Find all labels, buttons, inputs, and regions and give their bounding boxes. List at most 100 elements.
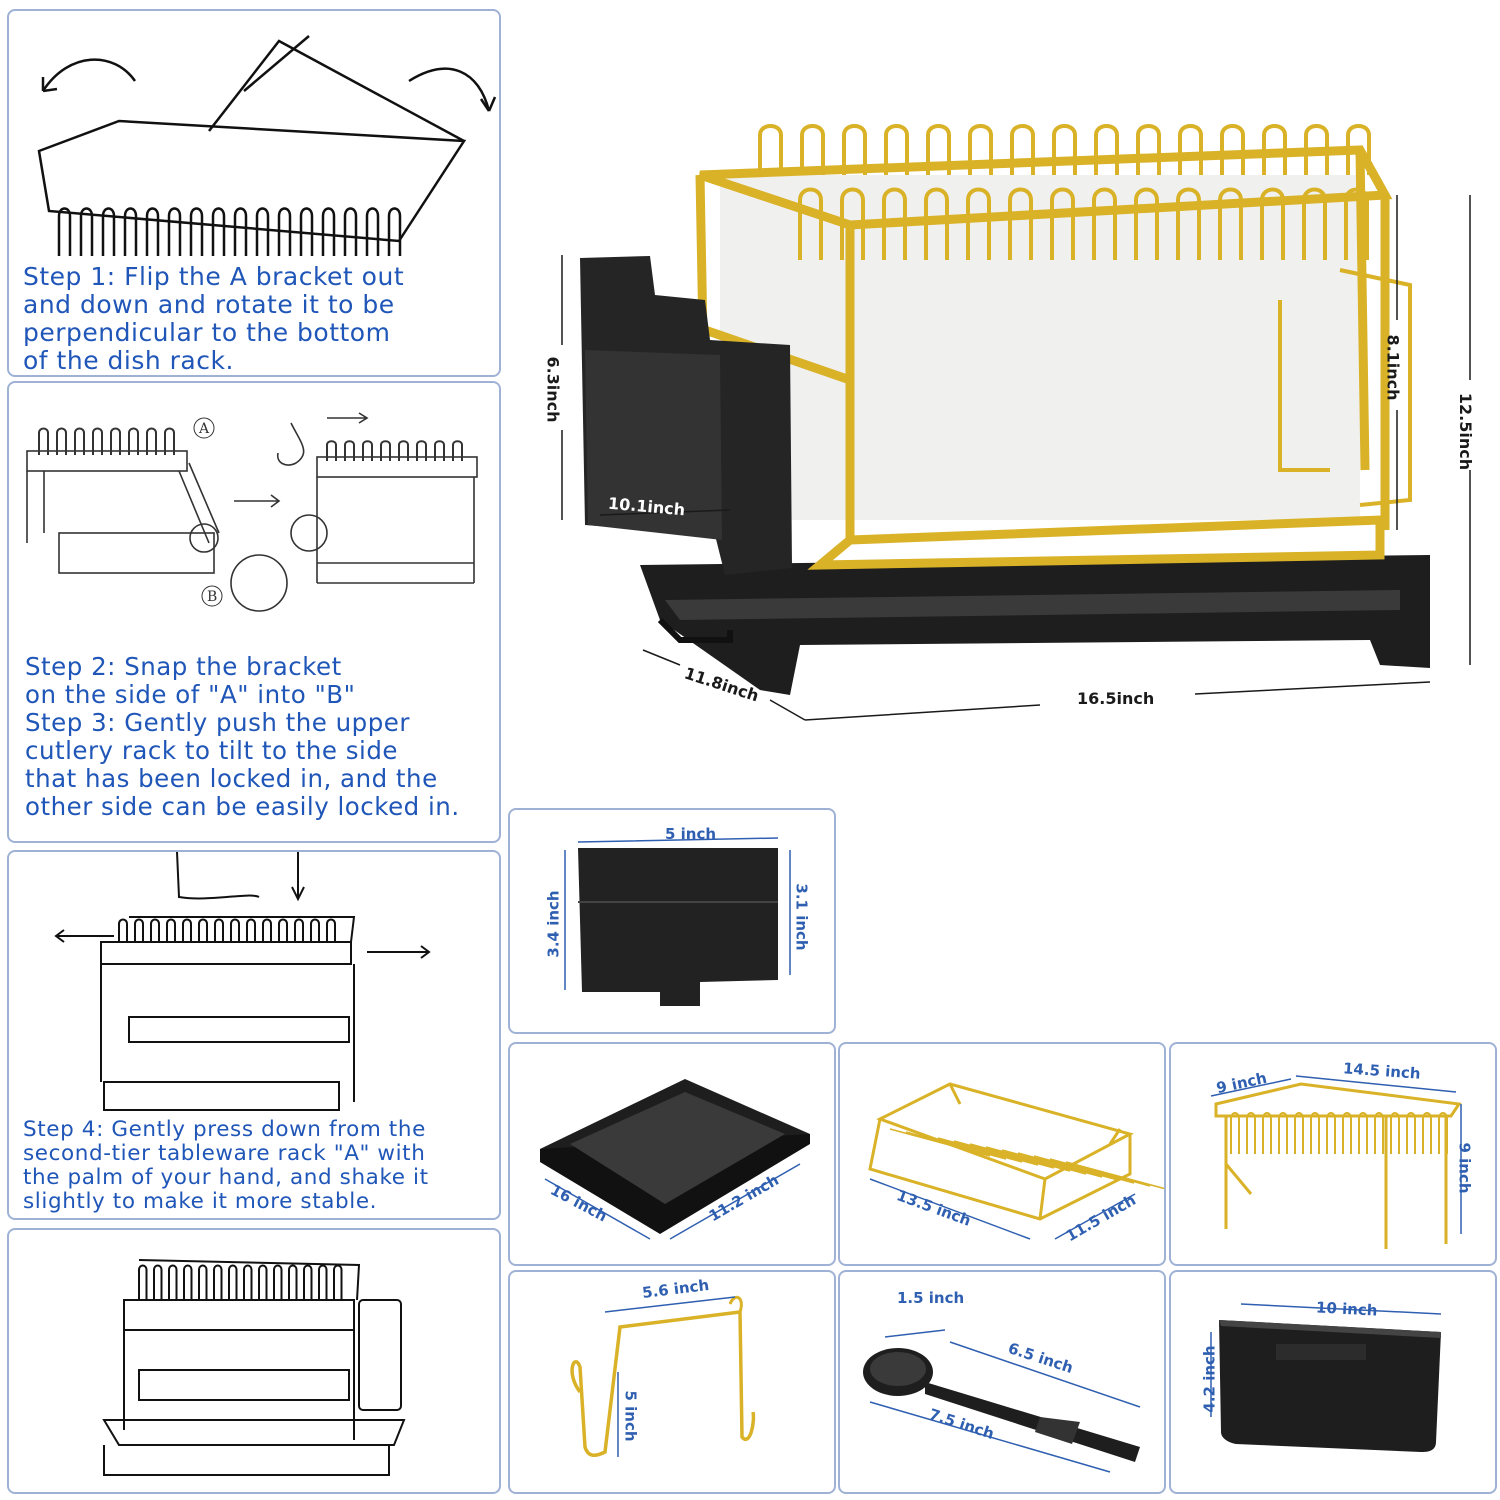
rack-tine (79, 207, 94, 256)
rack-tine (214, 918, 224, 942)
rack-tine (258, 1264, 268, 1300)
rack-tine (1302, 187, 1327, 260)
rack-tine (164, 427, 175, 455)
rack-tine (211, 207, 226, 256)
rack-tine (1390, 1112, 1400, 1154)
dim-width: 16.5inch (1077, 689, 1155, 708)
rack-tine (1246, 1112, 1256, 1154)
rack-tine (230, 918, 240, 942)
rack-wire (1049, 1158, 1151, 1187)
rack-wire (905, 1131, 1007, 1160)
rack-tine (1262, 1112, 1272, 1154)
rack-tine (138, 1264, 148, 1300)
rack-tine (277, 207, 292, 256)
rack-tine (1050, 187, 1075, 260)
rack-tine (38, 427, 49, 455)
rack-tine (758, 124, 783, 175)
part-side-hook: 5.6 inch 5 inch (508, 1270, 836, 1494)
rack-tine (416, 440, 427, 461)
step2-3-text: Step 2: Snap the bracket on the side of … (25, 652, 460, 821)
dim-holder-height: 6.3inch (543, 356, 563, 423)
rack-tine (246, 918, 256, 942)
rack-tine (57, 207, 72, 256)
rack-tine (326, 918, 336, 942)
rack-tine (101, 207, 116, 256)
rack-tine (153, 1264, 163, 1300)
rack-tine (926, 124, 951, 175)
rack-tine (128, 427, 139, 455)
dim-cup-width: 5 inch (665, 825, 717, 843)
callout-b: B (207, 589, 217, 605)
rack-tine (118, 918, 128, 942)
part-cutlery-cup: 5 inch 3.4 inch 3.1 inch (508, 808, 836, 1034)
rack-tine (166, 918, 176, 942)
rack-tine (387, 207, 402, 256)
rack-tine (1052, 124, 1077, 175)
part-drain-tray: 16 inch 11.2 inch (508, 1042, 836, 1266)
part-spout: 1.5 inch 6.5 inch 7.5 inch (838, 1270, 1166, 1494)
rack-wire (985, 1146, 1087, 1175)
rack-tine (299, 207, 314, 256)
rack-tine (56, 427, 67, 455)
rack-tine (134, 918, 144, 942)
flip-bracket-illustration (37, 35, 497, 256)
rack-tine (189, 207, 204, 256)
dim-spout-head: 1.5 inch (897, 1289, 965, 1307)
rack-tine (344, 440, 355, 461)
drain-tray-drawing (540, 1079, 810, 1240)
rack-tine (167, 207, 182, 256)
rack-tine (1262, 124, 1287, 175)
side-hook-gold (1339, 268, 1412, 507)
rack-tine (1374, 1112, 1384, 1154)
step4-panel: Step 4: Gently press down from the secon… (7, 850, 501, 1220)
part-upper-rack: 9 inch 14.5 inch 9 inch (1169, 1042, 1497, 1266)
spout-drawing (863, 1329, 1141, 1473)
part-knife-box: 10 inch 4.2 inch (1169, 1270, 1497, 1494)
rack-tine (362, 440, 373, 461)
rack-tine (1010, 124, 1035, 175)
cutlery-cup-drawing (564, 837, 791, 1006)
rack-tine (213, 1264, 223, 1300)
rack-wire (921, 1134, 1023, 1163)
rack-wire (953, 1140, 1055, 1169)
rack-tine (1136, 124, 1161, 175)
rack-tine (1422, 1112, 1432, 1154)
rack-tine (255, 207, 270, 256)
rack-tine (343, 207, 358, 256)
dim-upper-height: 8.1inch (1383, 334, 1403, 401)
rack-wire (969, 1143, 1071, 1172)
rack-tine (1134, 187, 1159, 260)
rack-wire (1065, 1161, 1164, 1190)
rack-tine (365, 207, 380, 256)
rack-tine (1278, 1112, 1288, 1154)
rack-tine (1342, 1112, 1352, 1154)
rack-wire (1017, 1152, 1119, 1181)
rack-wire (1001, 1149, 1103, 1178)
rack-tine (840, 187, 865, 260)
rack-tine (74, 427, 85, 455)
side-hook-drawing (570, 1295, 756, 1458)
rack-tine (1260, 187, 1285, 260)
rack-tine (1326, 1112, 1336, 1154)
rack-tine (1310, 1112, 1320, 1154)
rack-tine (1304, 124, 1329, 175)
rack-tine (884, 124, 909, 175)
dim-box-height: 4.2 inch (1200, 1345, 1219, 1413)
rack-tine (452, 440, 463, 461)
dim-cup-height-left: 3.4 inch (544, 890, 563, 958)
rack-tine (183, 1264, 193, 1300)
snap-bracket-illustration: A B (26, 412, 478, 612)
rack-tine (1008, 187, 1033, 260)
dim-cup-height-right: 3.1 inch (792, 883, 811, 951)
rack-tine (294, 918, 304, 942)
lower-frame (807, 515, 1385, 570)
rack-tine (168, 1264, 178, 1300)
rack-tine (92, 427, 103, 455)
step1-panel: Step 1: Flip the A bracket out and down … (7, 9, 501, 377)
rack-tine (380, 440, 391, 461)
step1-text: Step 1: Flip the A bracket out and down … (23, 262, 405, 375)
lower-rack-drawing (868, 1082, 1164, 1240)
step4-text: Step 4: Gently press down from the secon… (23, 1117, 429, 1214)
rack-tine (1346, 124, 1371, 175)
